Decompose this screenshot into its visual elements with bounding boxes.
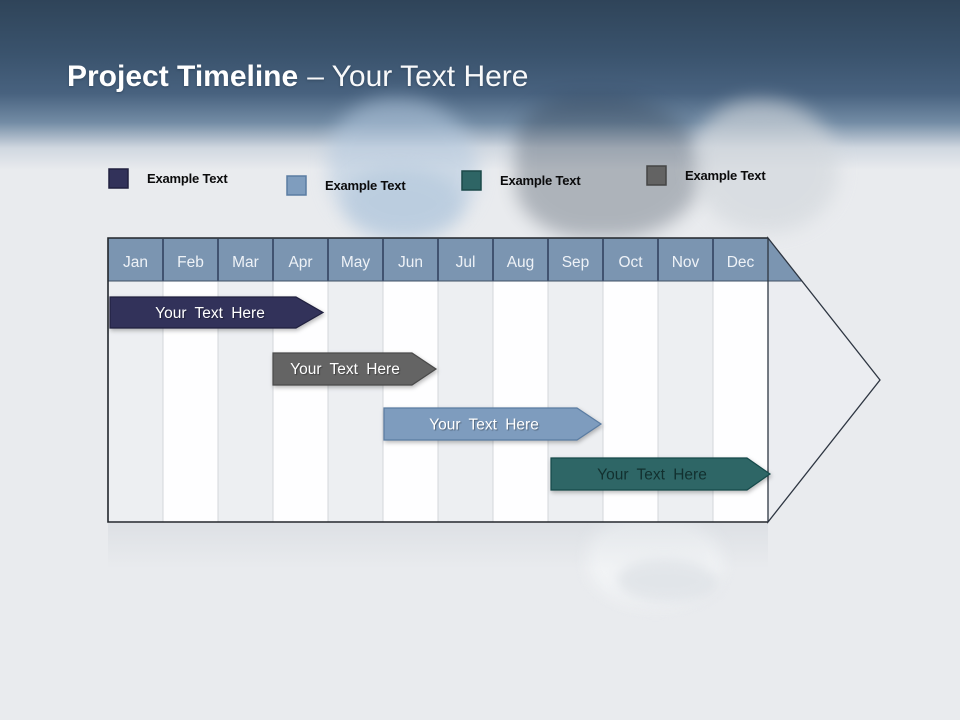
month-label: Jan <box>123 254 148 271</box>
month-label: Sep <box>562 254 590 271</box>
gantt-bar-shape <box>109 296 325 329</box>
gantt-bar-label: Your Text Here <box>290 361 400 378</box>
big-arrow-fill <box>768 238 880 522</box>
legend-swatch <box>461 170 482 191</box>
legend-label: Example Text <box>500 173 581 188</box>
legend-item: Example Text <box>461 170 581 191</box>
month-column <box>383 281 438 522</box>
month-label: Nov <box>672 254 700 271</box>
gantt-bar: Your Text Here <box>109 296 325 329</box>
title-main: Project Timeline <box>67 60 299 93</box>
month-label: Mar <box>232 254 259 271</box>
legend-swatch-color <box>108 168 129 189</box>
gantt-bar-label: Your Text Here <box>597 467 707 484</box>
gantt-bar: Your Text Here <box>550 457 772 491</box>
legend-swatch <box>108 168 129 189</box>
legend-label: Example Text <box>325 178 406 193</box>
month-label: Feb <box>177 254 204 271</box>
gantt-bar: Your Text Here <box>383 407 603 441</box>
background-photo-blob <box>328 98 478 238</box>
background-photo-blob <box>694 100 839 232</box>
month-label: Aug <box>507 254 535 271</box>
legend-item: Example Text <box>108 168 228 189</box>
header-separators <box>162 239 714 281</box>
page-title: Project Timeline– Your Text Here <box>67 60 528 94</box>
legend-swatch-color <box>646 165 667 186</box>
gantt-bar-shape <box>550 457 772 491</box>
legend-swatch-color <box>461 170 482 191</box>
legend-swatch <box>646 165 667 186</box>
gantt-bar-shape <box>272 352 438 386</box>
month-label: Dec <box>727 254 755 271</box>
background-photo-blob <box>515 96 703 238</box>
background-photo-blob <box>345 168 463 238</box>
legend-item: Example Text <box>646 165 766 186</box>
month-label: Jul <box>456 254 476 271</box>
legend-item: Example Text <box>286 175 406 196</box>
legend-label: Example Text <box>147 171 228 186</box>
month-label: Apr <box>288 254 312 271</box>
table-reflection <box>108 523 768 569</box>
month-column <box>438 281 493 522</box>
month-column <box>328 281 383 522</box>
table-outer-border <box>107 237 768 523</box>
gantt-bar: Your Text Here <box>272 352 438 386</box>
month-label: Oct <box>618 254 643 271</box>
gantt-bar-label: Your Text Here <box>429 417 539 434</box>
month-labels: Jan Feb Mar Apr May Jun Jul Aug Sep Oct … <box>123 254 755 271</box>
gantt-bars: Your Text Here Your Text Here Your Text … <box>109 296 772 491</box>
legend-swatch <box>286 175 307 196</box>
month-header-band <box>108 238 802 281</box>
month-label: Jun <box>398 254 423 271</box>
column-divider-lines <box>162 281 714 522</box>
month-column <box>493 281 548 522</box>
title-subtitle: – Your Text Here <box>307 60 529 93</box>
legend-swatch-color <box>286 175 307 196</box>
legend-label: Example Text <box>685 168 766 183</box>
gantt-bar-shape <box>383 407 603 441</box>
month-label: May <box>341 254 371 271</box>
gantt-bar-label: Your Text Here <box>155 305 265 322</box>
